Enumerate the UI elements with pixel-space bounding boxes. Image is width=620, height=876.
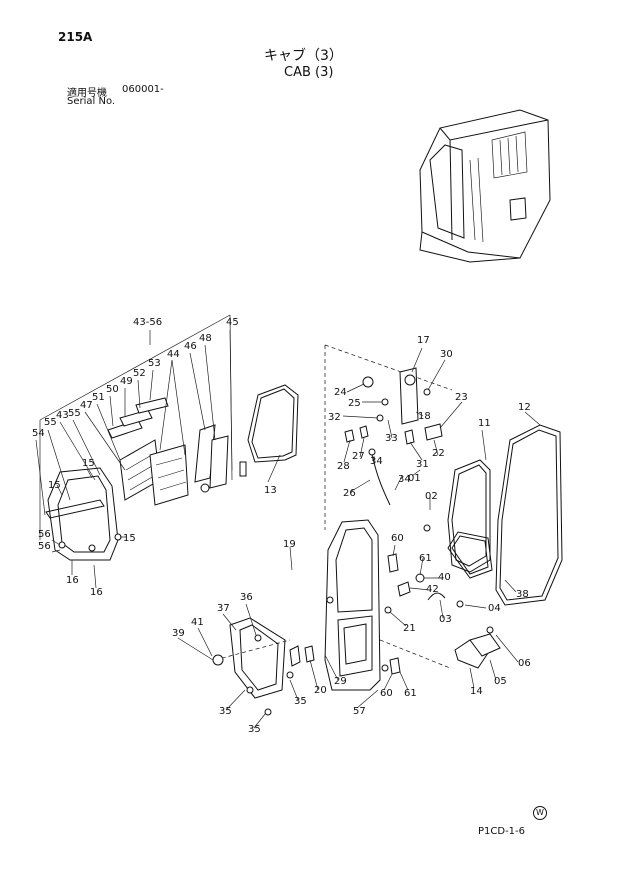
w-mark-icon: W	[533, 806, 547, 820]
callout-label: 23	[455, 392, 468, 403]
callout-label: 43-56	[133, 317, 162, 328]
cab-overview-illustration	[419, 109, 551, 263]
callout-label: 40	[438, 572, 451, 583]
callout-label: 52	[133, 368, 146, 379]
page-reference: P1CD-1-6	[478, 826, 526, 837]
callout-label: 35	[219, 706, 232, 717]
callout-label: 02	[425, 491, 438, 502]
callout-label: 17	[417, 335, 430, 346]
page-code: 215A	[58, 30, 93, 44]
callout-label: 38	[516, 589, 529, 600]
callout-label: 14	[470, 686, 483, 697]
callout-label: 16	[66, 575, 79, 586]
callout-label: 15	[48, 480, 61, 491]
callout-label: 55	[68, 408, 81, 419]
callout-label: 19	[283, 539, 296, 550]
callout-label: 35	[294, 696, 307, 707]
window-glass-parts	[107, 397, 247, 541]
callout-label: 30	[440, 349, 453, 360]
callout-label: 61	[419, 553, 432, 564]
callout-label: 60	[391, 533, 404, 544]
serial-label-english: Serial No.	[67, 96, 116, 107]
callout-label: 21	[403, 623, 416, 634]
callout-label: 46	[184, 341, 197, 352]
callout-label: 41	[191, 617, 204, 628]
callout-label: 42	[426, 584, 439, 595]
lower-window-glass-37	[212, 617, 315, 716]
callout-label: 13	[264, 485, 277, 496]
callout-label: 15	[123, 533, 136, 544]
callout-label: 32	[328, 412, 341, 423]
callout-label: 43	[56, 410, 69, 421]
callout-label: 48	[199, 333, 212, 344]
page-title-japanese: キャブ（3）	[264, 48, 343, 64]
callout-label: 34	[398, 474, 411, 485]
callout-label: 11	[478, 418, 491, 429]
callout-label: 03	[439, 614, 452, 625]
callout-label: 22	[432, 448, 445, 459]
weather-strip-11	[447, 459, 491, 573]
callout-label: 05	[494, 676, 507, 687]
door-fittings	[384, 524, 501, 675]
callout-label: 28	[337, 461, 350, 472]
weather-strip-13	[247, 384, 299, 463]
weather-strip-12	[495, 424, 563, 606]
callout-label: 29	[334, 676, 347, 687]
door-lock-parts	[344, 367, 443, 506]
callout-label: 53	[148, 358, 161, 369]
callout-label: 33	[385, 433, 398, 444]
callout-label: 15	[82, 458, 95, 469]
callout-label: 60	[380, 688, 393, 699]
callout-label: 54	[32, 428, 45, 439]
callout-label: 34	[370, 456, 383, 467]
cab-door-assembly	[324, 344, 453, 691]
callout-label: 12	[518, 402, 531, 413]
callout-label: 56	[38, 529, 51, 540]
callout-label: 44	[167, 349, 180, 360]
callout-label: 47	[80, 400, 93, 411]
callout-label: 56	[38, 541, 51, 552]
serial-number-value: 060001-	[122, 84, 164, 95]
callout-label: 04	[488, 603, 501, 614]
callout-label: 36	[240, 592, 253, 603]
callout-label: 49	[120, 376, 133, 387]
callout-label: 37	[217, 603, 230, 614]
callout-labels: 43-56 45 48 46 44 53 52 49 50 51 47 55 4…	[32, 317, 531, 735]
callout-label: 18	[418, 411, 431, 422]
callout-label: 06	[518, 658, 531, 669]
callout-label: 55	[44, 417, 57, 428]
callout-label: 20	[314, 685, 327, 696]
callout-label: 16	[90, 587, 103, 598]
callout-label: 51	[92, 392, 105, 403]
callout-label: 24	[334, 387, 347, 398]
page-title-english: CAB (3)	[284, 65, 334, 80]
callout-label: 61	[404, 688, 417, 699]
callout-label: 26	[343, 488, 356, 499]
window-glass-38	[447, 531, 493, 579]
callout-label: 50	[106, 384, 119, 395]
callout-label: 01	[408, 473, 421, 484]
callout-label: 35	[248, 724, 261, 735]
callout-label: 25	[348, 398, 361, 409]
callout-label: 57	[353, 706, 366, 717]
callout-label: 31	[416, 459, 429, 470]
serial-label-japanese: 適用号機	[67, 88, 107, 99]
callout-leader-lines	[35, 329, 541, 729]
callout-label: 45	[226, 317, 239, 328]
callout-label: 27	[352, 451, 365, 462]
callout-label: 39	[172, 628, 185, 639]
